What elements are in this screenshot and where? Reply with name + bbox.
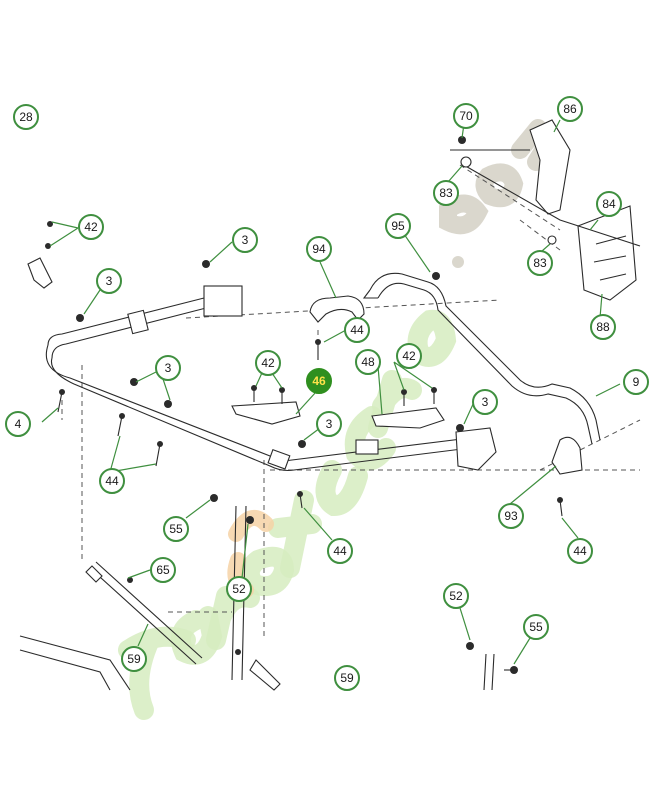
svg-text:84: 84 [602, 197, 616, 211]
svg-text:55: 55 [169, 522, 183, 536]
svg-text:48: 48 [361, 355, 375, 369]
svg-text:3: 3 [482, 395, 489, 409]
callout-94[interactable]: 94 [306, 236, 332, 262]
callout-86[interactable]: 86 [557, 96, 583, 122]
callout-65[interactable]: 65 [150, 557, 176, 583]
callout-88[interactable]: 88 [590, 314, 616, 340]
clamp-94 [309, 295, 365, 323]
callout-3-middle[interactable]: 3 [155, 355, 181, 381]
callout-3-lower[interactable]: 3 [316, 411, 342, 437]
svg-text:52: 52 [232, 582, 246, 596]
callout-95[interactable]: 95 [385, 213, 411, 239]
svg-text:44: 44 [573, 544, 587, 558]
callout-93[interactable]: 93 [498, 503, 524, 529]
svg-text:70: 70 [459, 109, 473, 123]
svg-text:44: 44 [350, 323, 364, 337]
upper-handle [362, 272, 601, 445]
callout-70[interactable]: 70 [453, 103, 479, 129]
svg-text:9: 9 [633, 375, 640, 389]
svg-text:55: 55 [529, 620, 543, 634]
svg-text:88: 88 [596, 320, 610, 334]
svg-text:3: 3 [242, 233, 249, 247]
svg-text:83: 83 [533, 256, 547, 270]
callout-28[interactable]: 28 [13, 104, 39, 130]
handle-frame [45, 285, 497, 472]
callout-44-middle[interactable]: 44 [327, 538, 353, 564]
callout-42-center[interactable]: 42 [255, 350, 281, 376]
hardware [45, 136, 563, 674]
svg-text:42: 42 [84, 220, 98, 234]
callout-44-top[interactable]: 44 [344, 317, 370, 343]
callout-44-right[interactable]: 44 [567, 538, 593, 564]
svg-text:3: 3 [165, 361, 172, 375]
svg-text:4: 4 [15, 417, 22, 431]
leader-lines [41, 119, 621, 665]
callout-55-lower[interactable]: 55 [523, 614, 549, 640]
svg-text:86: 86 [563, 102, 577, 116]
svg-text:94: 94 [312, 242, 326, 256]
callout-83-top[interactable]: 83 [433, 180, 459, 206]
callout-52-right[interactable]: 52 [443, 583, 469, 609]
callout-46-selected[interactable]: 46 [306, 368, 332, 394]
callout-44-left[interactable]: 44 [99, 468, 125, 494]
watermark [118, 119, 567, 720]
svg-text:52: 52 [449, 589, 463, 603]
svg-text:42: 42 [261, 356, 275, 370]
svg-text:93: 93 [504, 509, 518, 523]
callout-3-right[interactable]: 3 [472, 389, 498, 415]
height-adjust-mechanism [450, 119, 641, 301]
callout-83-mid[interactable]: 83 [527, 250, 553, 276]
callout-59-left[interactable]: 59 [121, 646, 147, 672]
svg-text:3: 3 [326, 417, 333, 431]
svg-text:59: 59 [127, 652, 141, 666]
callout-3-left[interactable]: 3 [96, 268, 122, 294]
svg-text:44: 44 [105, 474, 119, 488]
svg-text:42: 42 [402, 349, 416, 363]
svg-text:28: 28 [19, 110, 33, 124]
svg-text:95: 95 [391, 219, 405, 233]
callout-84[interactable]: 84 [596, 191, 622, 217]
callouts: 28 70 86 83 84 83 88 42 3 94 95 3 44 42 … [5, 96, 649, 691]
callout-4-edge[interactable]: 4 [5, 411, 31, 437]
svg-text:59: 59 [340, 671, 354, 685]
callout-52-left[interactable]: 52 [226, 576, 252, 602]
svg-text:46: 46 [312, 374, 326, 388]
callout-3-top[interactable]: 3 [232, 227, 258, 253]
callout-42-left[interactable]: 42 [78, 214, 104, 240]
svg-text:3: 3 [106, 274, 113, 288]
callout-59-right[interactable]: 59 [334, 665, 360, 691]
svg-text:44: 44 [333, 544, 347, 558]
svg-text:83: 83 [439, 186, 453, 200]
callout-9-edge[interactable]: 9 [623, 369, 649, 395]
callout-48[interactable]: 48 [355, 349, 381, 375]
callout-42-right[interactable]: 42 [396, 343, 422, 369]
svg-text:65: 65 [156, 563, 170, 577]
brackets [27, 257, 583, 475]
callout-55-upper[interactable]: 55 [163, 516, 189, 542]
